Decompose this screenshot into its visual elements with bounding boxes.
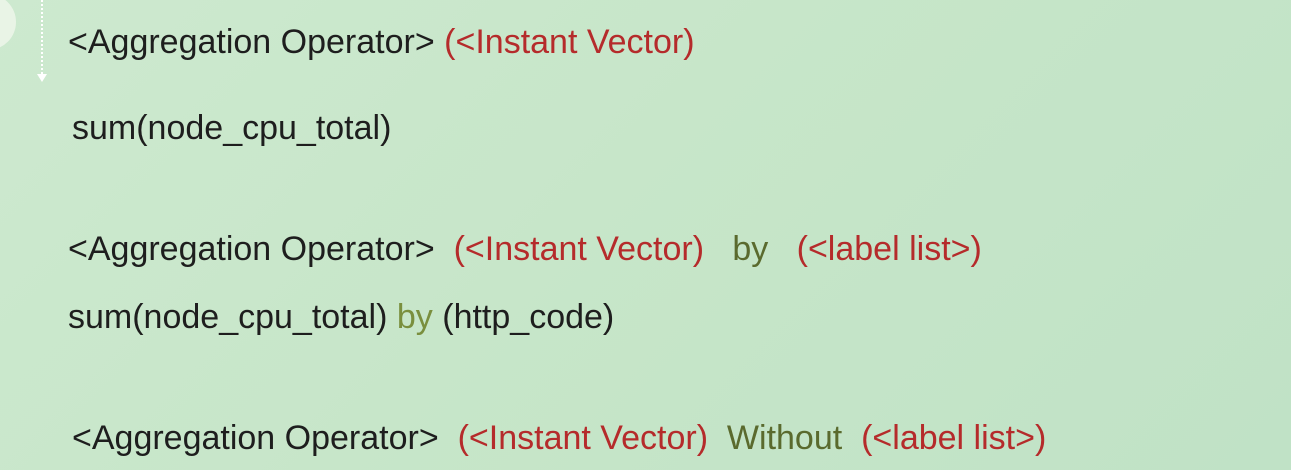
example-expression-text: sum(node_cpu_total) [68,298,388,336]
instant-vector-text: (<Instant Vector) [444,23,695,61]
example-line-basic: sum(node_cpu_total) [72,111,391,145]
label-list-text: (<label list>) [796,230,982,268]
arrow-down-icon [37,74,47,82]
example-expression-text: sum(node_cpu_total) [72,109,392,147]
without-keyword-text: Without [726,419,843,457]
syntax-line-basic: <Aggregation Operator> (<Instant Vector) [68,25,695,59]
by-keyword-text: by [396,298,433,336]
example-labels-text: (http_code) [442,298,615,336]
by-keyword-text: by [732,230,769,268]
aggregation-operator-text: <Aggregation Operator> [72,419,439,457]
instant-vector-text: (<Instant Vector) [457,419,709,457]
aggregation-operator-text: <Aggregation Operator> [68,230,435,268]
syntax-line-by: <Aggregation Operator> (<Instant Vector)… [68,232,982,266]
syntax-line-without: <Aggregation Operator> (<Instant Vector)… [72,421,1046,455]
aggregation-operator-text: <Aggregation Operator> [68,23,435,61]
corner-circle-decoration [0,0,16,50]
dotted-guide-line [41,0,43,74]
label-list-text: (<label list>) [861,419,1047,457]
example-line-by: sum(node_cpu_total) by (http_code) [68,300,614,334]
instant-vector-text: (<Instant Vector) [453,230,705,268]
